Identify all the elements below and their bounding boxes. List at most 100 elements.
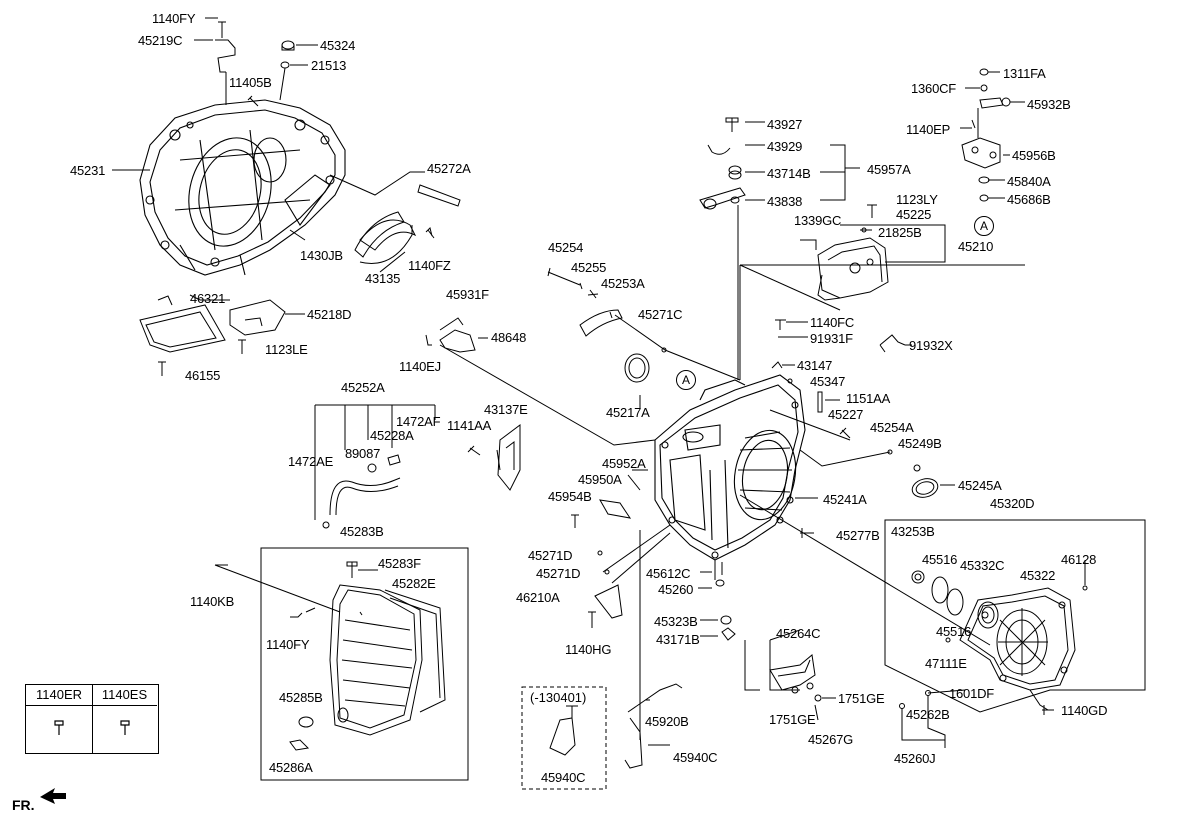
part-label: 1751GE — [838, 691, 885, 706]
part-label: 45245A — [958, 478, 1002, 493]
part-label: 46128 — [1061, 552, 1097, 567]
part-label: 45253A — [601, 276, 645, 291]
part-label: 91932X — [909, 338, 953, 353]
part-label: 43147 — [797, 358, 833, 373]
part-label: 45332C — [960, 558, 1005, 573]
part-label: 45267G — [808, 732, 854, 747]
part-label: 1360CF — [911, 81, 957, 96]
part-label: 1339GC — [794, 213, 842, 228]
part-label: 45347 — [810, 374, 846, 389]
table-cell: 1140ER — [26, 685, 93, 753]
part-label: 45272A — [427, 161, 471, 176]
part-label: 45286A — [269, 760, 313, 775]
part-label: 46210A — [516, 590, 560, 605]
bolt-icon — [120, 720, 130, 735]
part-label: 45271D — [536, 566, 581, 581]
part-label: 1123LE — [265, 342, 308, 357]
part-label: 45931F — [446, 287, 489, 302]
part-label: 45264C — [776, 626, 821, 641]
part-label: 45262B — [906, 707, 950, 722]
part-label: 45920B — [645, 714, 689, 729]
part-label: 45231 — [70, 163, 106, 178]
part-label: 1140FZ — [408, 258, 451, 273]
part-label: 1140HG — [565, 642, 612, 657]
part-label: 45282E — [392, 576, 436, 591]
part-label: 45254A — [870, 420, 914, 435]
part-label: 45516 — [922, 552, 958, 567]
part-label: 45323B — [654, 614, 698, 629]
case-45241A — [654, 374, 806, 561]
part-label: 43838 — [767, 194, 803, 209]
part-label: 43927 — [767, 117, 803, 132]
part-label: 89087 — [345, 446, 381, 461]
part-label: 1140FY — [152, 11, 196, 26]
part-label: 45227 — [828, 407, 864, 422]
part-label: 45322 — [1020, 568, 1056, 583]
table-header: 1140ER — [26, 685, 92, 706]
part-label: 43929 — [767, 139, 803, 154]
part-label: 45840A — [1007, 174, 1051, 189]
reference-a-marker: A — [676, 370, 696, 390]
part-label: 1140EP — [906, 122, 951, 137]
part-label: 45218D — [307, 307, 352, 322]
part-label: 45686B — [1007, 192, 1051, 207]
bolt-icon — [54, 720, 64, 735]
part-label: 45271C — [638, 307, 683, 322]
part-label: 1140KB — [190, 594, 235, 609]
housing-45231 — [139, 99, 346, 276]
part-label: 48648 — [491, 330, 527, 345]
part-label: 46155 — [185, 368, 221, 383]
part-label: 1472AE — [288, 454, 334, 469]
part-label: 45932B — [1027, 97, 1071, 112]
part-label: 1472AF — [396, 414, 441, 429]
part-label: 45252A — [341, 380, 385, 395]
part-label: 43135 — [365, 271, 401, 286]
part-label: 1311FA — [1003, 66, 1046, 81]
part-label: 45249B — [898, 436, 942, 451]
part-label: 45219C — [138, 33, 183, 48]
part-label: 1751GE — [769, 712, 816, 727]
part-label: 45283F — [378, 556, 421, 571]
part-label: 91931F — [810, 331, 853, 346]
part-label: 21513 — [311, 58, 347, 73]
part-label: 21825B — [878, 225, 922, 240]
part-label: 45940C — [673, 750, 718, 765]
part-label: 45956B — [1012, 148, 1056, 163]
part-label: 45277B — [836, 528, 880, 543]
part-label: 45225 — [896, 207, 932, 222]
variant-note: (-130401) — [530, 690, 587, 705]
part-label: 45952A — [602, 456, 646, 471]
part-label: 45954B — [548, 489, 592, 504]
reference-a-marker: A — [974, 216, 994, 236]
part-label: 47111E — [925, 656, 967, 671]
part-label: 1601DF — [949, 686, 995, 701]
part-label: 45228A — [370, 428, 414, 443]
part-label: 45950A — [578, 472, 622, 487]
part-label: 45324 — [320, 38, 356, 53]
part-label: 1151AA — [846, 391, 891, 406]
part-label: 43171B — [656, 632, 700, 647]
table-header: 1140ES — [92, 685, 157, 706]
part-label: 1140EJ — [399, 359, 441, 374]
part-label: 45255 — [571, 260, 607, 275]
part-label: 45940C — [541, 770, 586, 785]
front-indicator: FR. — [12, 797, 35, 813]
part-label: 1123LY — [896, 192, 938, 207]
part-label: 45320D — [990, 496, 1035, 511]
part-label: 45516 — [936, 624, 972, 639]
part-label: 45254 — [548, 240, 584, 255]
part-label: 45210 — [958, 239, 994, 254]
fastener-table: 1140ER 1140ES — [25, 684, 159, 754]
part-label: 45260J — [894, 751, 936, 766]
part-label: 45260 — [658, 582, 694, 597]
part-label: 45271D — [528, 548, 573, 563]
part-label: 45241A — [823, 492, 867, 507]
part-label: 1430JB — [300, 248, 343, 263]
part-label: 1141AA — [447, 418, 492, 433]
part-label: 45612C — [646, 566, 691, 581]
part-label: 43253B — [891, 524, 935, 539]
part-label: 1140FY — [266, 637, 310, 652]
front-arrow — [40, 788, 66, 804]
